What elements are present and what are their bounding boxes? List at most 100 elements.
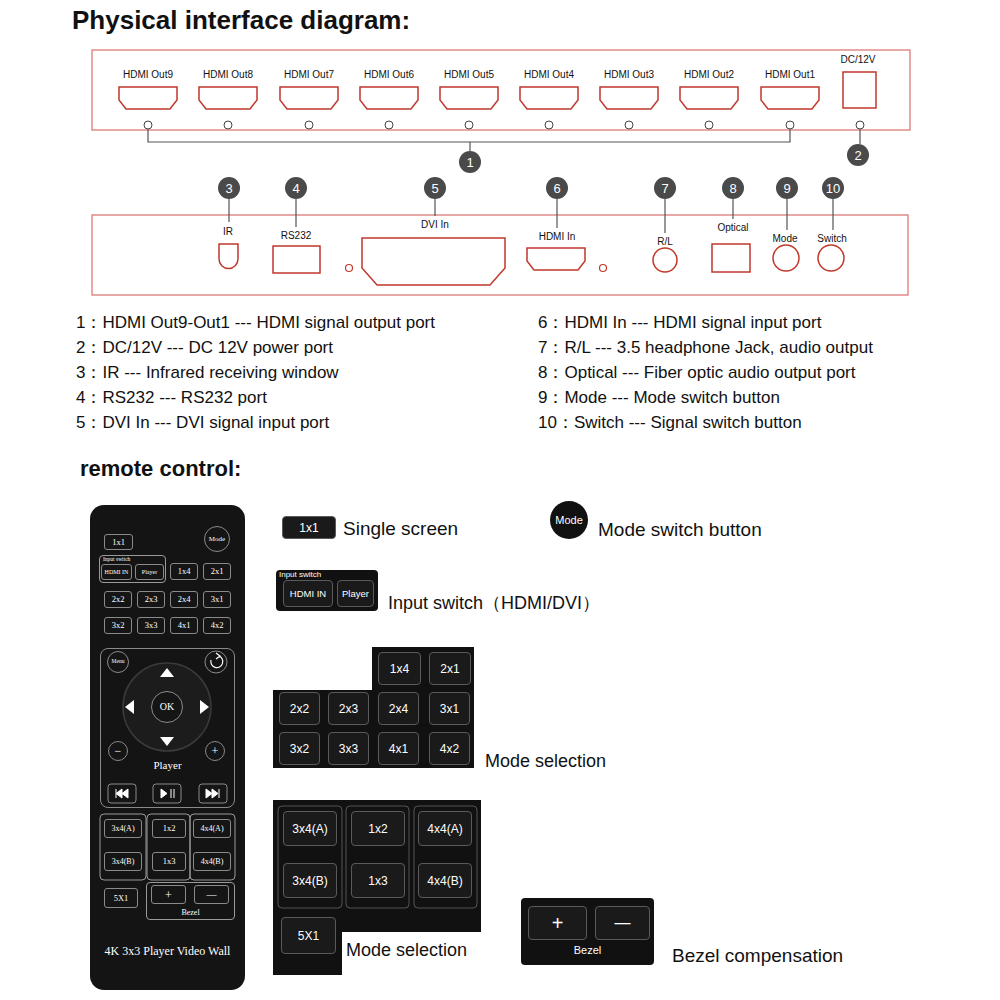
legend-button: 3x1: [429, 692, 470, 725]
mode-button: [773, 245, 799, 271]
node-text: Bezel: [181, 909, 199, 917]
legend-button: 3x4(A): [283, 811, 337, 846]
indicator-dots: [144, 121, 864, 129]
remote-button: 1x3: [152, 852, 186, 871]
remote-button: —: [194, 885, 229, 904]
dc-jack: [843, 72, 876, 108]
legend-button: 2x1: [429, 652, 471, 685]
port-label: Mode selection: [346, 940, 467, 961]
hdmi-port: [440, 87, 498, 109]
legend-button: 3x4(B): [283, 863, 337, 898]
node-text: 1x3: [368, 875, 387, 887]
round-button: Menu: [107, 651, 129, 673]
round-button: −: [108, 741, 128, 761]
node-text: 1x4: [178, 567, 191, 576]
remote-button: 3x3: [137, 617, 165, 634]
legend-button: —: [595, 906, 650, 940]
remote-button: 4x2: [203, 617, 231, 634]
port-label: HDMI Out8: [203, 69, 253, 81]
legend-button: 2x3: [328, 692, 369, 725]
node-text: 4K 3x3 Player Video Wall: [105, 945, 231, 957]
node-text: Player: [342, 589, 369, 599]
remote-button: +: [151, 885, 186, 904]
dpad-ring: [123, 663, 211, 751]
hdmi-port: [119, 87, 177, 109]
node-text: 5X1: [298, 930, 319, 942]
port-label: HDMI Out7: [284, 69, 334, 81]
node-text: 8: [729, 182, 736, 195]
legend-button: 1x4: [378, 652, 421, 685]
panel-outline: [92, 215, 908, 295]
node-text: Mode: [555, 515, 583, 526]
hdmi-port: [527, 248, 585, 270]
description-line: 8：Optical --- Fiber optic audio output p…: [538, 363, 855, 383]
remote-button: 1x4: [170, 563, 198, 580]
node-text: Bezel: [574, 945, 602, 956]
legend-button: 4x1: [378, 732, 419, 765]
description-line: 2：DC/12V --- DC 12V power port: [76, 338, 333, 358]
legend-button: Player: [337, 580, 374, 607]
section-heading: remote control:: [80, 456, 241, 481]
node-text: Input switch: [279, 571, 321, 579]
leader-line: [148, 129, 860, 151]
node-text: 3x4(B): [112, 858, 135, 866]
port-label: HDMI Out3: [604, 69, 654, 81]
button-group: Bezel + —: [146, 882, 235, 920]
port-label: HDMI Out9: [123, 69, 173, 81]
port-label: RS232: [281, 230, 312, 242]
callout-number: 3: [218, 177, 240, 199]
node-text: 2x1: [440, 663, 459, 675]
node-text: 2x4: [178, 595, 191, 604]
port-label: HDMI Out4: [524, 69, 574, 81]
description-line: 6：HDMI In --- HDMI signal input port: [538, 313, 821, 333]
legend-button: 3x3: [328, 732, 369, 765]
legend-button: 1x3: [351, 863, 405, 898]
callout-number: 8: [722, 177, 744, 199]
remote-button: 1x1: [104, 534, 133, 550]
hdmi-port: [199, 87, 257, 109]
remote-button: 2x2: [104, 591, 132, 608]
node-text: −: [115, 745, 122, 757]
round-button: +: [205, 741, 225, 761]
callout-number: 2: [847, 144, 869, 166]
player-panel: PlayerMenuOK−+: [100, 648, 235, 808]
node-text: —: [615, 915, 631, 931]
hdmi-port: [360, 87, 418, 109]
node-text: +: [212, 745, 219, 757]
legend-button: +: [528, 906, 587, 940]
remote-button: 3x1: [203, 591, 231, 608]
description-line: 5：DVI In --- DVI signal input port: [76, 413, 329, 433]
description-line: 4：RS232 --- RS232 port: [76, 388, 267, 408]
hdmi-port: [600, 87, 658, 109]
remote-button: 3x2: [104, 617, 132, 634]
node-text: 1: [466, 156, 473, 169]
node-text: 4x2: [211, 621, 224, 630]
section-heading: Physical interface diagram:: [72, 6, 410, 36]
node-text: 3: [225, 182, 232, 195]
back-button: [205, 651, 227, 673]
node-text: 4: [292, 182, 299, 195]
node-text: 2x2: [112, 595, 125, 604]
port-label: HDMI Out2: [684, 69, 734, 81]
callout-number: 5: [424, 177, 446, 199]
hdmi-port: [680, 87, 738, 109]
port-label: Input switch（HDMI/DVI）: [388, 593, 600, 614]
node-text: 4x4(B): [201, 858, 224, 866]
port-label: HDMI Out5: [444, 69, 494, 81]
node-text: Player: [153, 760, 181, 771]
legend-button: 4x2: [429, 732, 470, 765]
node-text: 2x2: [290, 703, 309, 715]
port-label: Mode switch button: [598, 519, 762, 541]
port-label: IR: [223, 226, 233, 238]
legend-button: 2x2: [279, 692, 320, 725]
node-text: 10: [826, 182, 840, 195]
remote-button: 4x4(A): [193, 819, 231, 838]
hdmi-port: [520, 87, 578, 109]
audio-jack: [653, 248, 677, 272]
hdmi-port: [761, 87, 819, 109]
node-text: 1x2: [163, 824, 176, 833]
legend-button: 5X1: [281, 917, 336, 954]
port-label: Mode: [772, 233, 797, 245]
node-text: 3x4(A): [292, 823, 327, 835]
node-text: 3x3: [145, 621, 158, 630]
